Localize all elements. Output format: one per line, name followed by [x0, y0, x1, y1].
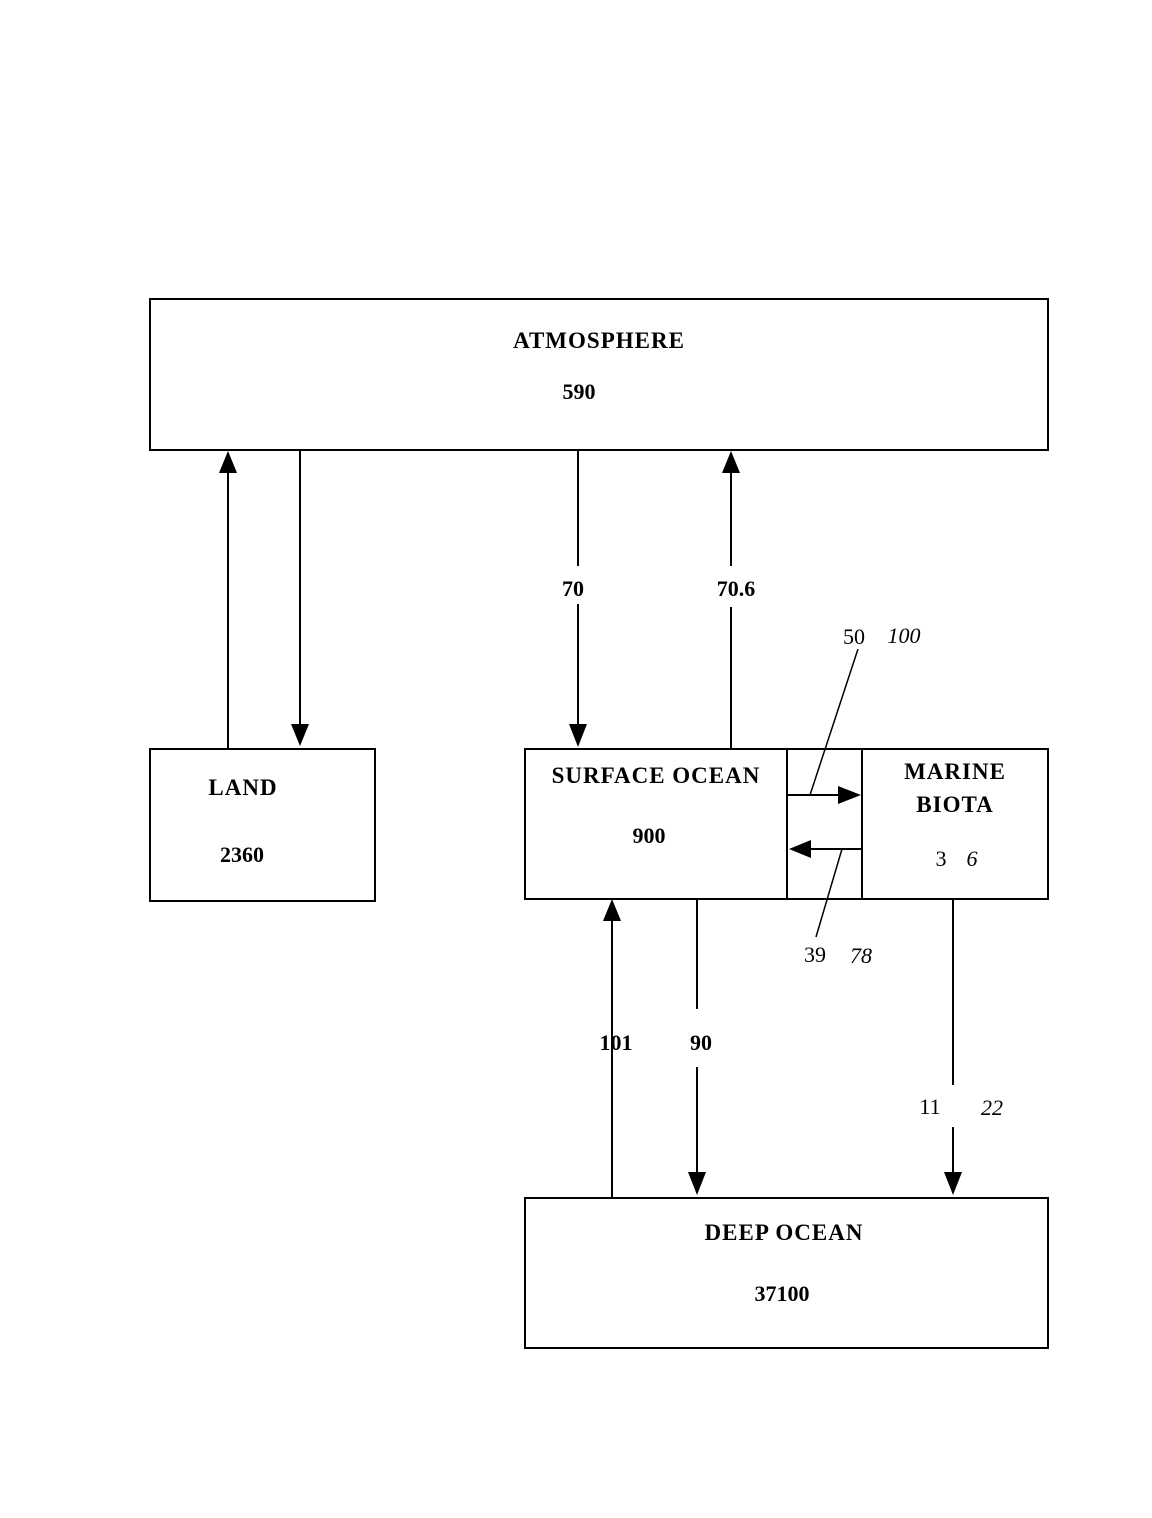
land-to-atmosphere-arrow — [219, 451, 237, 749]
deep-to-surface-arrow: 101 — [600, 899, 633, 1198]
atmosphere-to-surface-flow-label: 70 — [562, 576, 584, 601]
surface-ocean-value: 900 — [633, 823, 666, 848]
marine-biota-label-line2: BIOTA — [916, 792, 993, 817]
biota-to-surface-flow-label-alt: 78 — [850, 943, 872, 968]
biota-to-deep-arrow: 11 22 — [919, 899, 1003, 1195]
deep-ocean-value: 37100 — [755, 1281, 810, 1306]
land-label: LAND — [208, 775, 277, 800]
surface-ocean-box: SURFACE OCEAN 900 — [524, 748, 1049, 900]
surface-to-atmosphere-arrow: 70.6 — [717, 451, 756, 749]
atmosphere-label: ATMOSPHERE — [513, 328, 685, 353]
deep-ocean-label: DEEP OCEAN — [705, 1220, 864, 1245]
surface-to-biota-arrow: 50 100 — [787, 623, 921, 804]
biota-to-surface-arrow: 39 78 — [789, 840, 872, 968]
deep-ocean-box-border — [524, 1197, 1049, 1349]
marine-biota-label-line1: MARINE — [904, 759, 1006, 784]
marine-biota-box: MARINE BIOTA 3 6 — [904, 759, 1006, 871]
biota-to-surface-head — [789, 840, 811, 858]
atmosphere-box: ATMOSPHERE 590 — [149, 298, 1049, 451]
surface-to-atmosphere-head — [722, 451, 740, 473]
atmosphere-to-land-head — [291, 724, 309, 746]
deep-ocean-box: DEEP OCEAN 37100 — [524, 1197, 1049, 1349]
deep-to-surface-head — [603, 899, 621, 921]
land-box-border — [149, 748, 376, 902]
land-box: LAND 2360 — [149, 748, 376, 902]
biota-to-surface-leader — [815, 848, 843, 938]
atmosphere-value: 590 — [563, 379, 596, 404]
surface-to-biota-flow-label-alt: 100 — [888, 623, 921, 648]
deep-to-surface-flow-label: 101 — [600, 1030, 633, 1055]
atmosphere-box-border — [149, 298, 1049, 451]
biota-to-deep-flow-label-alt: 22 — [981, 1095, 1003, 1120]
atmosphere-to-land-arrow — [291, 450, 309, 746]
surface-to-atmosphere-flow-label: 70.6 — [717, 576, 756, 601]
surface-ocean-label: SURFACE OCEAN — [552, 763, 761, 788]
surface-to-deep-arrow: 90 — [688, 899, 712, 1195]
surface-to-biota-flow-label: 50 — [843, 624, 865, 649]
biota-to-surface-flow-label: 39 — [804, 942, 826, 967]
land-to-atmosphere-head — [219, 451, 237, 473]
biota-to-deep-flow-label: 11 — [919, 1094, 940, 1119]
surface-to-biota-leader — [809, 648, 859, 796]
marine-biota-value: 3 — [936, 846, 947, 871]
atmosphere-to-surface-arrow: 70 — [562, 450, 587, 747]
marine-biota-value-alt: 6 — [967, 846, 978, 871]
atmosphere-to-surface-head — [569, 724, 587, 747]
surface-to-deep-flow-label: 90 — [690, 1030, 712, 1055]
land-value: 2360 — [220, 842, 264, 867]
surface-to-deep-head — [688, 1172, 706, 1195]
biota-to-deep-head — [944, 1172, 962, 1195]
surface-to-biota-head — [838, 786, 861, 804]
